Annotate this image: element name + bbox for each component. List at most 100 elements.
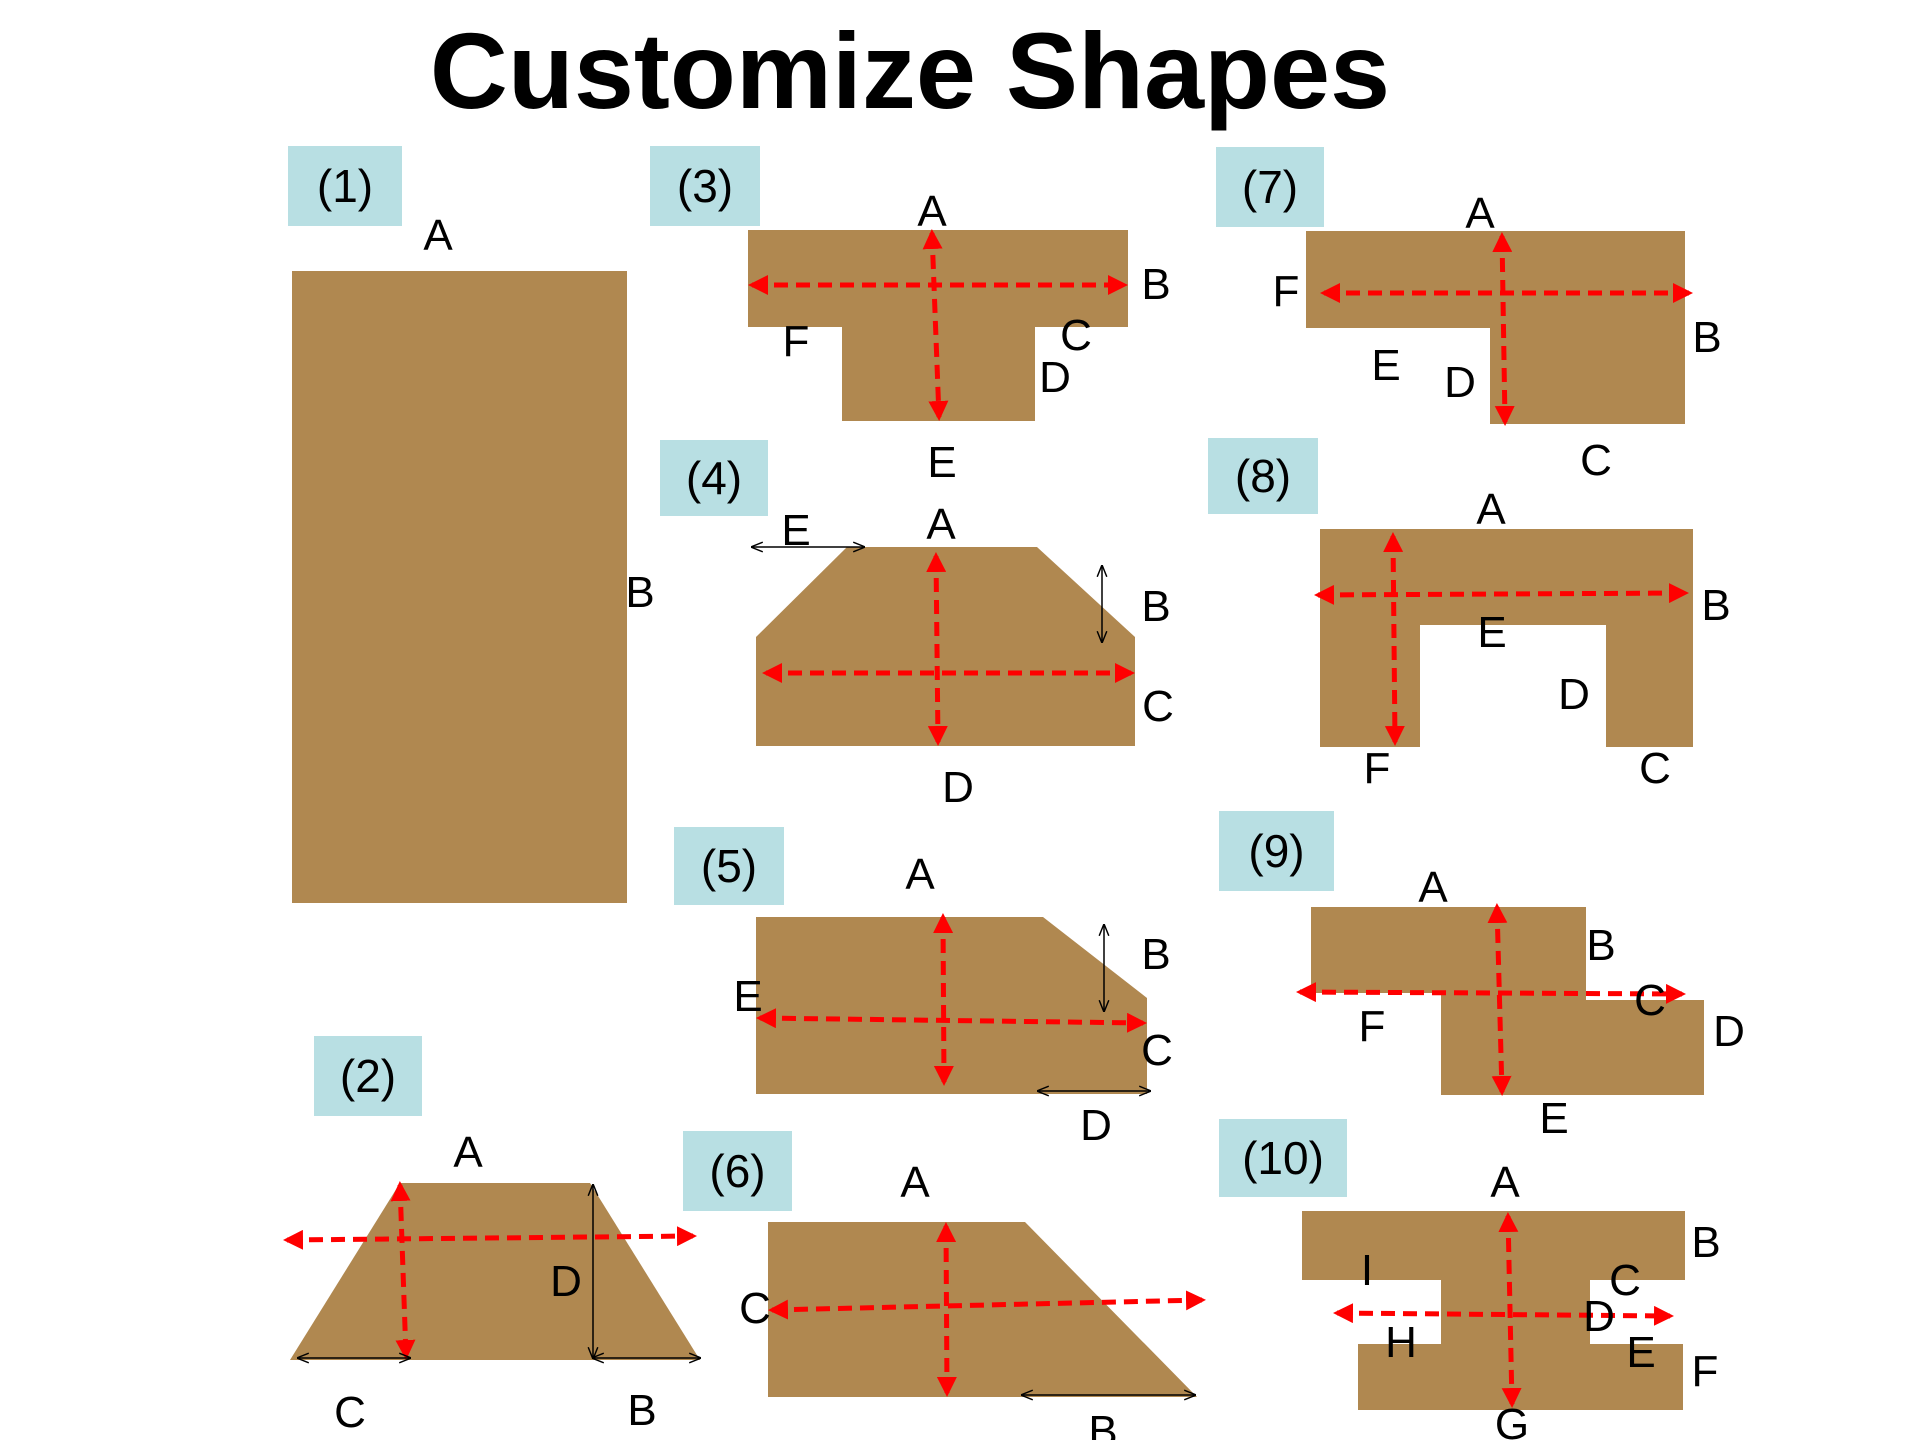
shape-10-width-arrow <box>1333 1303 1674 1326</box>
shape-4-label-e: E <box>781 506 810 555</box>
shape-5-width-arrow <box>756 1008 1147 1033</box>
shape-7-tag: (7) <box>1242 161 1298 213</box>
shape-1-body <box>292 271 627 903</box>
shape-2-label-b: B <box>627 1386 656 1435</box>
shape-6-width-arrow <box>768 1290 1206 1320</box>
shape-8-label-a: A <box>1476 485 1506 534</box>
shape-1-tag: (1) <box>317 160 373 212</box>
shape-2-body <box>290 1183 700 1360</box>
shape-10-label-b: B <box>1691 1218 1720 1267</box>
shape-5-tag: (5) <box>701 840 757 892</box>
shape-1-tag-bg <box>288 146 402 226</box>
shape-3-label-b: B <box>1141 260 1170 309</box>
shape-4-label-d: D <box>942 763 974 812</box>
shape-4-label-c: C <box>1142 682 1174 731</box>
shape-9-width-arrow <box>1296 982 1686 1004</box>
page-title: Customize Shapes <box>429 10 1391 131</box>
shape-6-label-a: A <box>900 1158 930 1207</box>
shape-9-label-d: D <box>1713 1007 1745 1056</box>
shape-8-label-e: E <box>1477 608 1506 657</box>
shape-10-label-i: I <box>1361 1246 1373 1295</box>
shape-3-label-c: C <box>1060 311 1092 360</box>
shape-7-label-d: D <box>1444 358 1476 407</box>
shape-8-label-d: D <box>1558 670 1590 719</box>
shape-10-body <box>1302 1211 1685 1410</box>
shape-10-tag: (10) <box>1242 1132 1324 1184</box>
shape-7-label-e: E <box>1371 341 1400 390</box>
shape-9-label-a: A <box>1418 863 1448 912</box>
shape-9-tag: (9) <box>1248 825 1304 877</box>
shape-9-label-b: B <box>1586 921 1615 970</box>
shape-8-label-f: F <box>1364 744 1391 793</box>
shape-4-body <box>756 547 1135 746</box>
shape-7-height-arrow <box>1492 232 1515 426</box>
shape-10-label-e: E <box>1626 1328 1655 1377</box>
shape-6-body <box>768 1222 1197 1397</box>
shape-3-tag-bg <box>650 146 760 226</box>
shape-9-tag-bg <box>1219 811 1334 891</box>
shape-2-label-c: C <box>334 1388 366 1437</box>
shape-7-label-b: B <box>1692 313 1721 362</box>
shape-6-tag-bg <box>683 1131 792 1211</box>
shape-5-body <box>756 917 1147 1094</box>
shape-10-label-h: H <box>1385 1318 1417 1367</box>
shape-7-body <box>1306 231 1685 424</box>
shape-9-height-arrow <box>1487 903 1512 1096</box>
shape-10-tag-bg <box>1219 1119 1347 1197</box>
shape-7-label-c: C <box>1580 436 1612 485</box>
shape-9-label-e: E <box>1539 1094 1568 1143</box>
shape-3-label-e: E <box>927 438 956 487</box>
shape-2-height-arrow <box>390 1181 416 1360</box>
shape-4-label-b: B <box>1141 582 1170 631</box>
shape-6-tag: (6) <box>709 1145 765 1197</box>
shape-4-height-arrow <box>926 552 948 746</box>
shape-10-label-f: F <box>1692 1347 1719 1396</box>
shape-2-width-arrow <box>283 1226 697 1250</box>
shape-3-label-a: A <box>917 187 947 236</box>
shape-5-label-e: E <box>733 972 762 1021</box>
shape-8-tag-bg <box>1208 438 1318 514</box>
shape-4-tag-bg <box>660 440 768 516</box>
shape-6-height-arrow <box>936 1222 957 1397</box>
shape-7-label-a: A <box>1465 189 1495 238</box>
shape-10-label-g: G <box>1495 1400 1529 1440</box>
shape-8-label-c: C <box>1639 744 1671 793</box>
shape-9-label-f: F <box>1359 1002 1386 1051</box>
shape-8-label-b: B <box>1701 581 1730 630</box>
shape-3-tag: (3) <box>677 160 733 212</box>
shape-10-label-a: A <box>1490 1158 1520 1207</box>
shape-1-label-a: A <box>423 211 453 260</box>
shape-2-label-d: D <box>550 1257 582 1306</box>
shape-5-label-d: D <box>1080 1101 1112 1150</box>
shape-9: (9) A BCD F E <box>1219 811 1745 1143</box>
shape-2-label-a: A <box>453 1128 483 1177</box>
shape-7-label-f: F <box>1273 267 1300 316</box>
shape-5-label-a: A <box>905 850 935 899</box>
shape-10-label-c: C <box>1609 1256 1641 1305</box>
shape-8-tag: (8) <box>1235 450 1291 502</box>
shape-2: (2) A D C B <box>283 1036 700 1437</box>
shape-4-label-a: A <box>926 500 956 549</box>
shape-1: (1) A B <box>288 146 655 903</box>
shape-10-label-d: D <box>1583 1292 1615 1341</box>
shape-8-width-arrow <box>1314 583 1689 605</box>
shape-5-height-arrow <box>933 913 954 1086</box>
shape-3-label-f: F <box>783 317 810 366</box>
shape-9-label-c: C <box>1634 976 1666 1025</box>
shape-6: (6) A C B <box>683 1131 1206 1440</box>
shape-5: (5) A B E CD <box>674 827 1173 1150</box>
shape-7-tag-bg <box>1216 147 1324 227</box>
shape-1-label-b: B <box>625 568 654 617</box>
shape-5-label-b: B <box>1141 930 1170 979</box>
shape-2-tag: (2) <box>340 1050 396 1102</box>
shape-4-tag: (4) <box>686 452 742 504</box>
shape-6-label-b: B <box>1088 1407 1117 1440</box>
shape-3-height-arrow <box>922 229 949 421</box>
shape-5-label-c: C <box>1141 1026 1173 1075</box>
shape-8-height-arrow <box>1383 532 1405 746</box>
shape-6-label-c: C <box>739 1284 771 1333</box>
